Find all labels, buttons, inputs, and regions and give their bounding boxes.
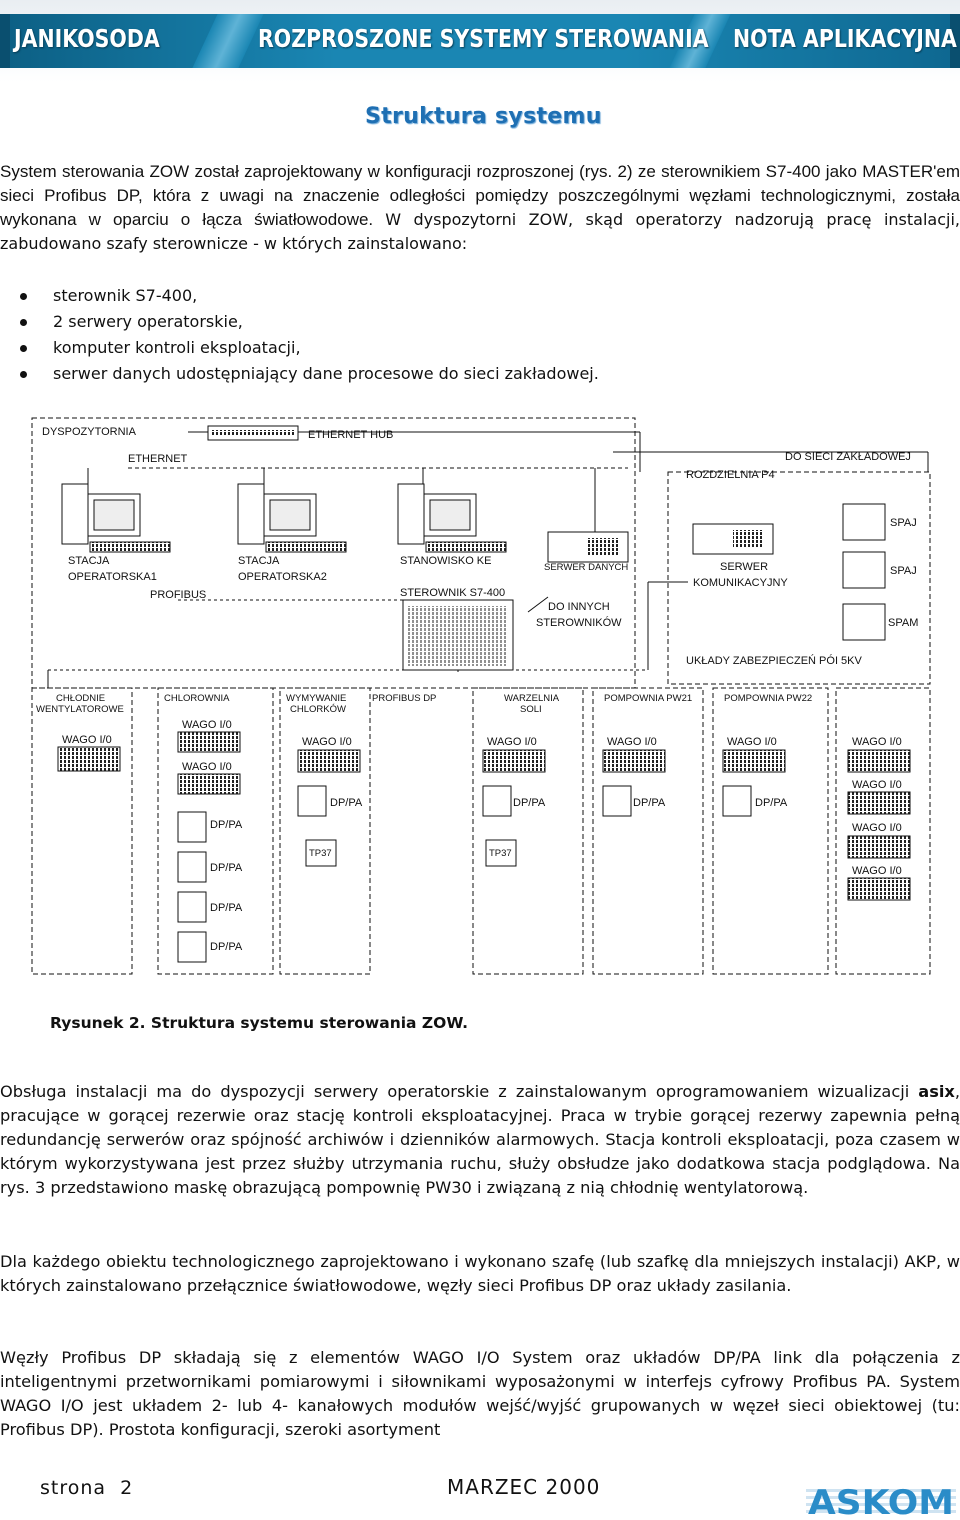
svg-text:CHŁODNIE: CHŁODNIE: [56, 693, 105, 704]
svg-text:OPERATORSKA2: OPERATORSKA2: [238, 571, 327, 583]
svg-text:POMPOWNIA PW22: POMPOWNIA PW22: [724, 693, 812, 704]
svg-text:WAGO I/0: WAGO I/0: [182, 761, 232, 773]
banner-bar: [0, 14, 960, 68]
svg-text:CHLORKÓW: CHLORKÓW: [290, 704, 346, 715]
figure-caption: Rysunek 2. Struktura systemu sterowania …: [50, 1014, 469, 1032]
svg-text:SERWER: SERWER: [720, 561, 768, 573]
svg-text:WARZELNIA: WARZELNIA: [504, 693, 560, 704]
svg-text:STEROWNIK S7-400: STEROWNIK S7-400: [400, 587, 505, 599]
svg-text:WYMYWANIE: WYMYWANIE: [286, 693, 346, 704]
svg-text:DP/PA: DP/PA: [330, 797, 363, 809]
intro-paragraph: System sterowania ZOW został zaprojektow…: [0, 160, 960, 256]
substation-box: [667, 471, 931, 685]
svg-text:WAGO I/0: WAGO I/0: [727, 736, 777, 748]
svg-text:OPERATORSKA1: OPERATORSKA1: [68, 571, 157, 583]
svg-text:WAGO I/0: WAGO I/0: [852, 865, 902, 877]
svg-text:DYSPOZYTORNIA: DYSPOZYTORNIA: [42, 426, 137, 438]
svg-text:DP/PA: DP/PA: [210, 941, 243, 953]
page-number: 2: [120, 1477, 134, 1499]
footer-date: MARZEC 2000: [447, 1475, 601, 1499]
svg-text:WAGO I/0: WAGO I/0: [487, 736, 537, 748]
svg-text:SPAJ: SPAJ: [890, 517, 917, 529]
header-title: ROZPROSZONE SYSTEMY STEROWANIA: [258, 24, 709, 53]
header-company: JANIKOSODA: [14, 24, 160, 53]
askom-logo: ASKOM: [806, 1483, 956, 1517]
system-structure-diagram: DYSPOZYTORNIA ETHERNET HUB ETHERNET DO S…: [28, 412, 934, 977]
svg-text:DO SIECI ZAKŁADOWEJ: DO SIECI ZAKŁADOWEJ: [785, 451, 911, 463]
operator-station-1: [61, 483, 171, 553]
svg-text:DP/PA: DP/PA: [633, 797, 666, 809]
svg-text:WAGO I/0: WAGO I/0: [607, 736, 657, 748]
svg-text:PROFIBUS: PROFIBUS: [150, 589, 206, 601]
svg-text:POMPOWNIA PW21: POMPOWNIA PW21: [604, 693, 692, 704]
svg-text:STACJA: STACJA: [68, 555, 110, 567]
svg-text:DP/PA: DP/PA: [210, 862, 243, 874]
svg-text:TP37: TP37: [309, 848, 332, 859]
paragraph-profibus-nodes: Węzły Profibus DP składają się z element…: [0, 1348, 960, 1439]
svg-text:WAGO I/0: WAGO I/0: [852, 736, 902, 748]
svg-text:DP/PA: DP/PA: [513, 797, 546, 809]
svg-text:CHLOROWNIA: CHLOROWNIA: [164, 693, 230, 704]
svg-text:DP/PA: DP/PA: [210, 902, 243, 914]
svg-text:WAGO I/0: WAGO I/0: [182, 719, 232, 731]
svg-text:SPAJ: SPAJ: [890, 565, 917, 577]
svg-text:WAGO I/0: WAGO I/0: [62, 734, 112, 746]
operator-station-2: [237, 483, 347, 553]
svg-text:SPAM: SPAM: [888, 617, 918, 629]
svg-text:DP/PA: DP/PA: [210, 819, 243, 831]
svg-text:WAGO I/0: WAGO I/0: [302, 736, 352, 748]
paragraph-operation: Obsługa instalacji ma do dyspozycji serw…: [0, 1082, 960, 1197]
list-item: komputer kontroli eksploatacji,: [20, 335, 599, 361]
list-item: 2 serwery operatorskie,: [20, 309, 599, 335]
dispatch-room-box: [31, 417, 636, 689]
svg-text:DO INNYCH: DO INNYCH: [548, 601, 610, 613]
svg-text:ASKOM: ASKOM: [808, 1483, 954, 1517]
svg-text:KOMUNIKACYJNY: KOMUNIKACYJNY: [693, 577, 788, 589]
intro-text-2: W dyspozytorni ZOW, skąd operatorzy nadz…: [0, 210, 960, 253]
asix-term: asix: [918, 1082, 955, 1101]
svg-text:PROFIBUS DP: PROFIBUS DP: [372, 693, 436, 704]
svg-text:WENTYLATOROWE: WENTYLATOROWE: [36, 704, 124, 715]
header-doc-type: NOTA APLIKACYJNA: [733, 24, 957, 53]
svg-text:STANOWISKO KE: STANOWISKO KE: [400, 555, 491, 567]
svg-text:ROZDZIELNIA P4: ROZDZIELNIA P4: [686, 469, 775, 481]
svg-text:TP37: TP37: [489, 848, 512, 859]
svg-text:ETHERNET HUB: ETHERNET HUB: [308, 429, 393, 441]
section-title: Struktura systemu: [365, 104, 602, 129]
svg-text:WAGO I/0: WAGO I/0: [852, 822, 902, 834]
svg-text:WAGO I/0: WAGO I/0: [852, 779, 902, 791]
header-banner: JANIKOSODA ROZPROSZONE SYSTEMY STEROWANI…: [0, 0, 960, 82]
svg-text:STACJA: STACJA: [238, 555, 280, 567]
intro-text-1: System sterowania ZOW został zaprojektow…: [0, 162, 960, 229]
equipment-list: sterownik S7-400, 2 serwery operatorskie…: [20, 283, 599, 387]
maintenance-station: [397, 483, 507, 553]
svg-text:STEROWNIKÓW: STEROWNIKÓW: [536, 616, 622, 629]
svg-text:DP/PA: DP/PA: [755, 797, 788, 809]
paragraph-akp: Dla każdego obiektu technologicznego zap…: [0, 1252, 960, 1295]
svg-text:ETHERNET: ETHERNET: [128, 453, 188, 465]
list-item: sterownik S7-400,: [20, 283, 599, 309]
svg-text:SERWER DANYCH: SERWER DANYCH: [544, 562, 628, 573]
list-item: serwer danych udostępniający dane proces…: [20, 361, 599, 387]
plc-s7-400: [402, 599, 514, 671]
svg-text:SOLI: SOLI: [520, 704, 542, 715]
svg-text:UKŁADY ZABEZPIECZEŃ PÓI 5KV: UKŁADY ZABEZPIECZEŃ PÓI 5KV: [686, 654, 863, 667]
diagram-svg: DYSPOZYTORNIA ETHERNET HUB ETHERNET DO S…: [31, 417, 931, 975]
